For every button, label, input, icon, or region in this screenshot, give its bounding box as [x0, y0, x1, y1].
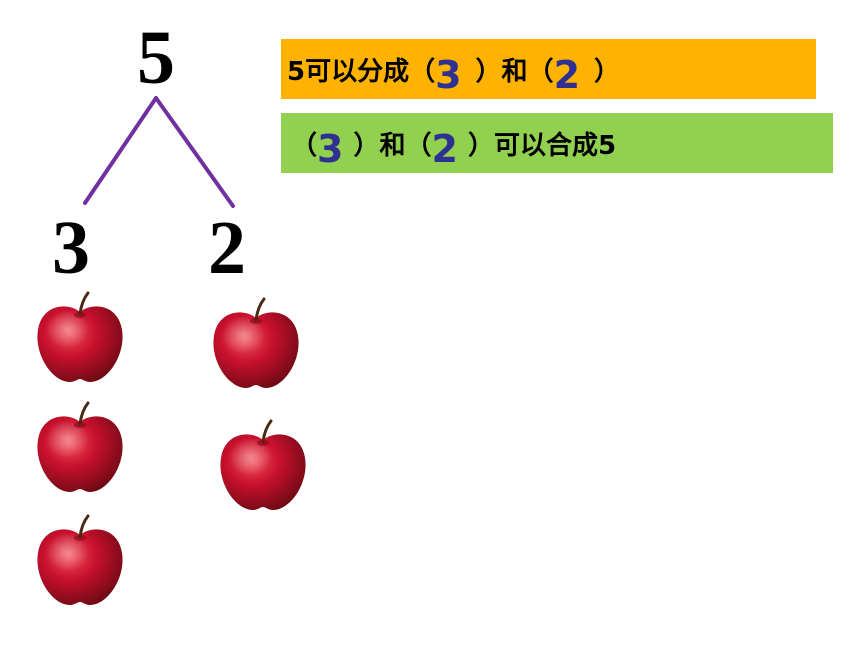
statement1-mid: ）和（ [475, 56, 554, 87]
statement2-answer-b: 2 [431, 127, 458, 171]
statement2-prefix: （ [291, 130, 318, 161]
statement2-answer-a: 3 [317, 127, 344, 171]
left-part-number: 3 [52, 206, 90, 290]
statement1-answer-a: 3 [435, 53, 462, 97]
apple-icon [30, 288, 130, 388]
statement1-answer-b: 2 [553, 53, 581, 97]
right-split-line [154, 96, 235, 208]
statement2-suffix: ）可以合成5 [467, 130, 617, 161]
apple-icon [30, 398, 130, 498]
statement2-mid: ）和（ [353, 130, 432, 161]
apple-icon [213, 416, 313, 516]
apple-icon [30, 511, 130, 611]
total-number: 5 [137, 16, 175, 100]
statement1-suffix: ） [594, 56, 621, 87]
right-part-number: 2 [208, 206, 246, 290]
statement1-prefix: 5可以分成（ [287, 56, 436, 87]
compose-statement: （ 3 ）和（ 2 ）可以合成5 [281, 113, 833, 173]
apple-icon [206, 294, 306, 394]
decompose-statement: 5可以分成（ 3 ）和（ 2 ） [281, 39, 816, 99]
left-split-line [83, 96, 158, 205]
